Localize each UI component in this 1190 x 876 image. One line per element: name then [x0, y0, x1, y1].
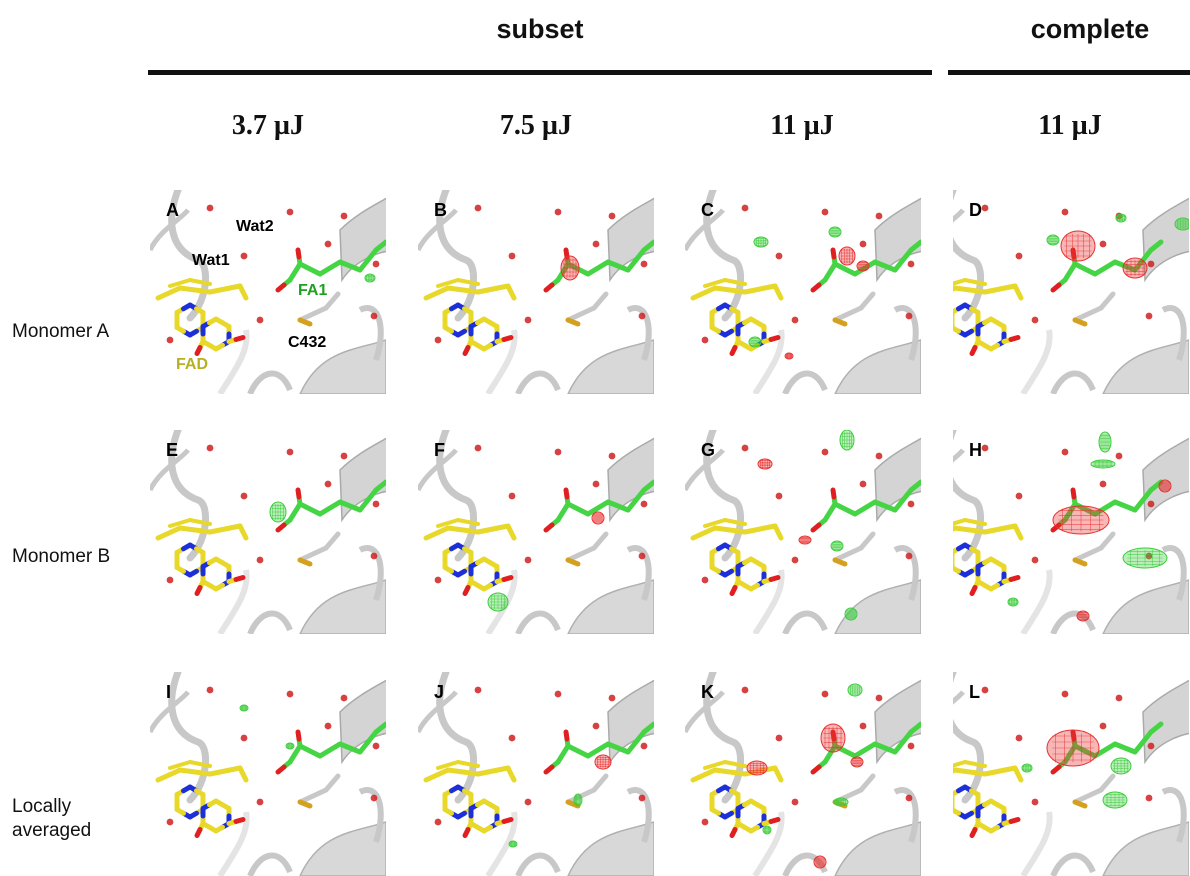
structure-render — [150, 430, 386, 634]
structure-panel-j: J — [418, 672, 654, 876]
structure-panel-i: I — [150, 672, 386, 876]
row-label-monomer-b: Monomer B — [12, 546, 111, 567]
column-header-1: 3.7 µJ — [231, 110, 305, 141]
structure-render — [685, 672, 921, 876]
panel-letter: J — [434, 682, 445, 702]
structure-panel-d: D — [953, 190, 1189, 394]
complete-rule — [948, 70, 1190, 75]
structure-render — [418, 190, 654, 394]
column-header-3: 11 µJ — [770, 110, 834, 141]
panel-letter: G — [701, 440, 716, 460]
structure-panel-c: C — [685, 190, 921, 394]
column-header-4: 11 µJ — [1038, 110, 1102, 141]
group-header-complete: complete — [1030, 14, 1150, 44]
structure-panel-h: H — [953, 430, 1189, 634]
panel-letter: A — [166, 200, 179, 220]
structure-render — [685, 190, 921, 394]
structure-render — [150, 190, 386, 394]
structure-render — [150, 672, 386, 876]
structure-render — [418, 430, 654, 634]
structure-panel-g: G — [685, 430, 921, 634]
panel-letter: L — [969, 682, 980, 702]
structure-render — [418, 672, 654, 876]
panel-letter: K — [701, 682, 714, 702]
structure-render — [953, 672, 1189, 876]
panel-letter: F — [434, 440, 445, 460]
panel-letter: C — [701, 200, 714, 220]
column-header-2: 7.5 µJ — [499, 110, 573, 141]
panel-letter: I — [166, 682, 172, 702]
annotation-fad: FAD — [176, 356, 208, 373]
panel-letter: D — [969, 200, 982, 220]
subset-rule — [148, 70, 932, 75]
annotation-wat1: Wat1 — [192, 252, 230, 269]
panel-letter: B — [434, 200, 447, 220]
panel-letter: H — [969, 440, 982, 460]
structure-render — [953, 430, 1189, 634]
annotation-wat2: Wat2 — [236, 218, 274, 235]
row-label-monomer-a: Monomer A — [12, 321, 110, 342]
group-header-subset: subset — [496, 14, 584, 44]
structure-render — [685, 430, 921, 634]
row-label-locally-averaged: Locally averaged — [12, 796, 92, 841]
structure-panel-e: E — [150, 430, 386, 634]
structure-panel-l: L — [953, 672, 1189, 876]
annotation-fa1: FA1 — [298, 282, 328, 299]
panel-letter: E — [166, 440, 179, 460]
structure-panel-f: F — [418, 430, 654, 634]
annotation-c432: C432 — [288, 334, 327, 351]
structure-render — [953, 190, 1189, 394]
structure-panel-k: K — [685, 672, 921, 876]
structure-panel-b: B — [418, 190, 654, 394]
